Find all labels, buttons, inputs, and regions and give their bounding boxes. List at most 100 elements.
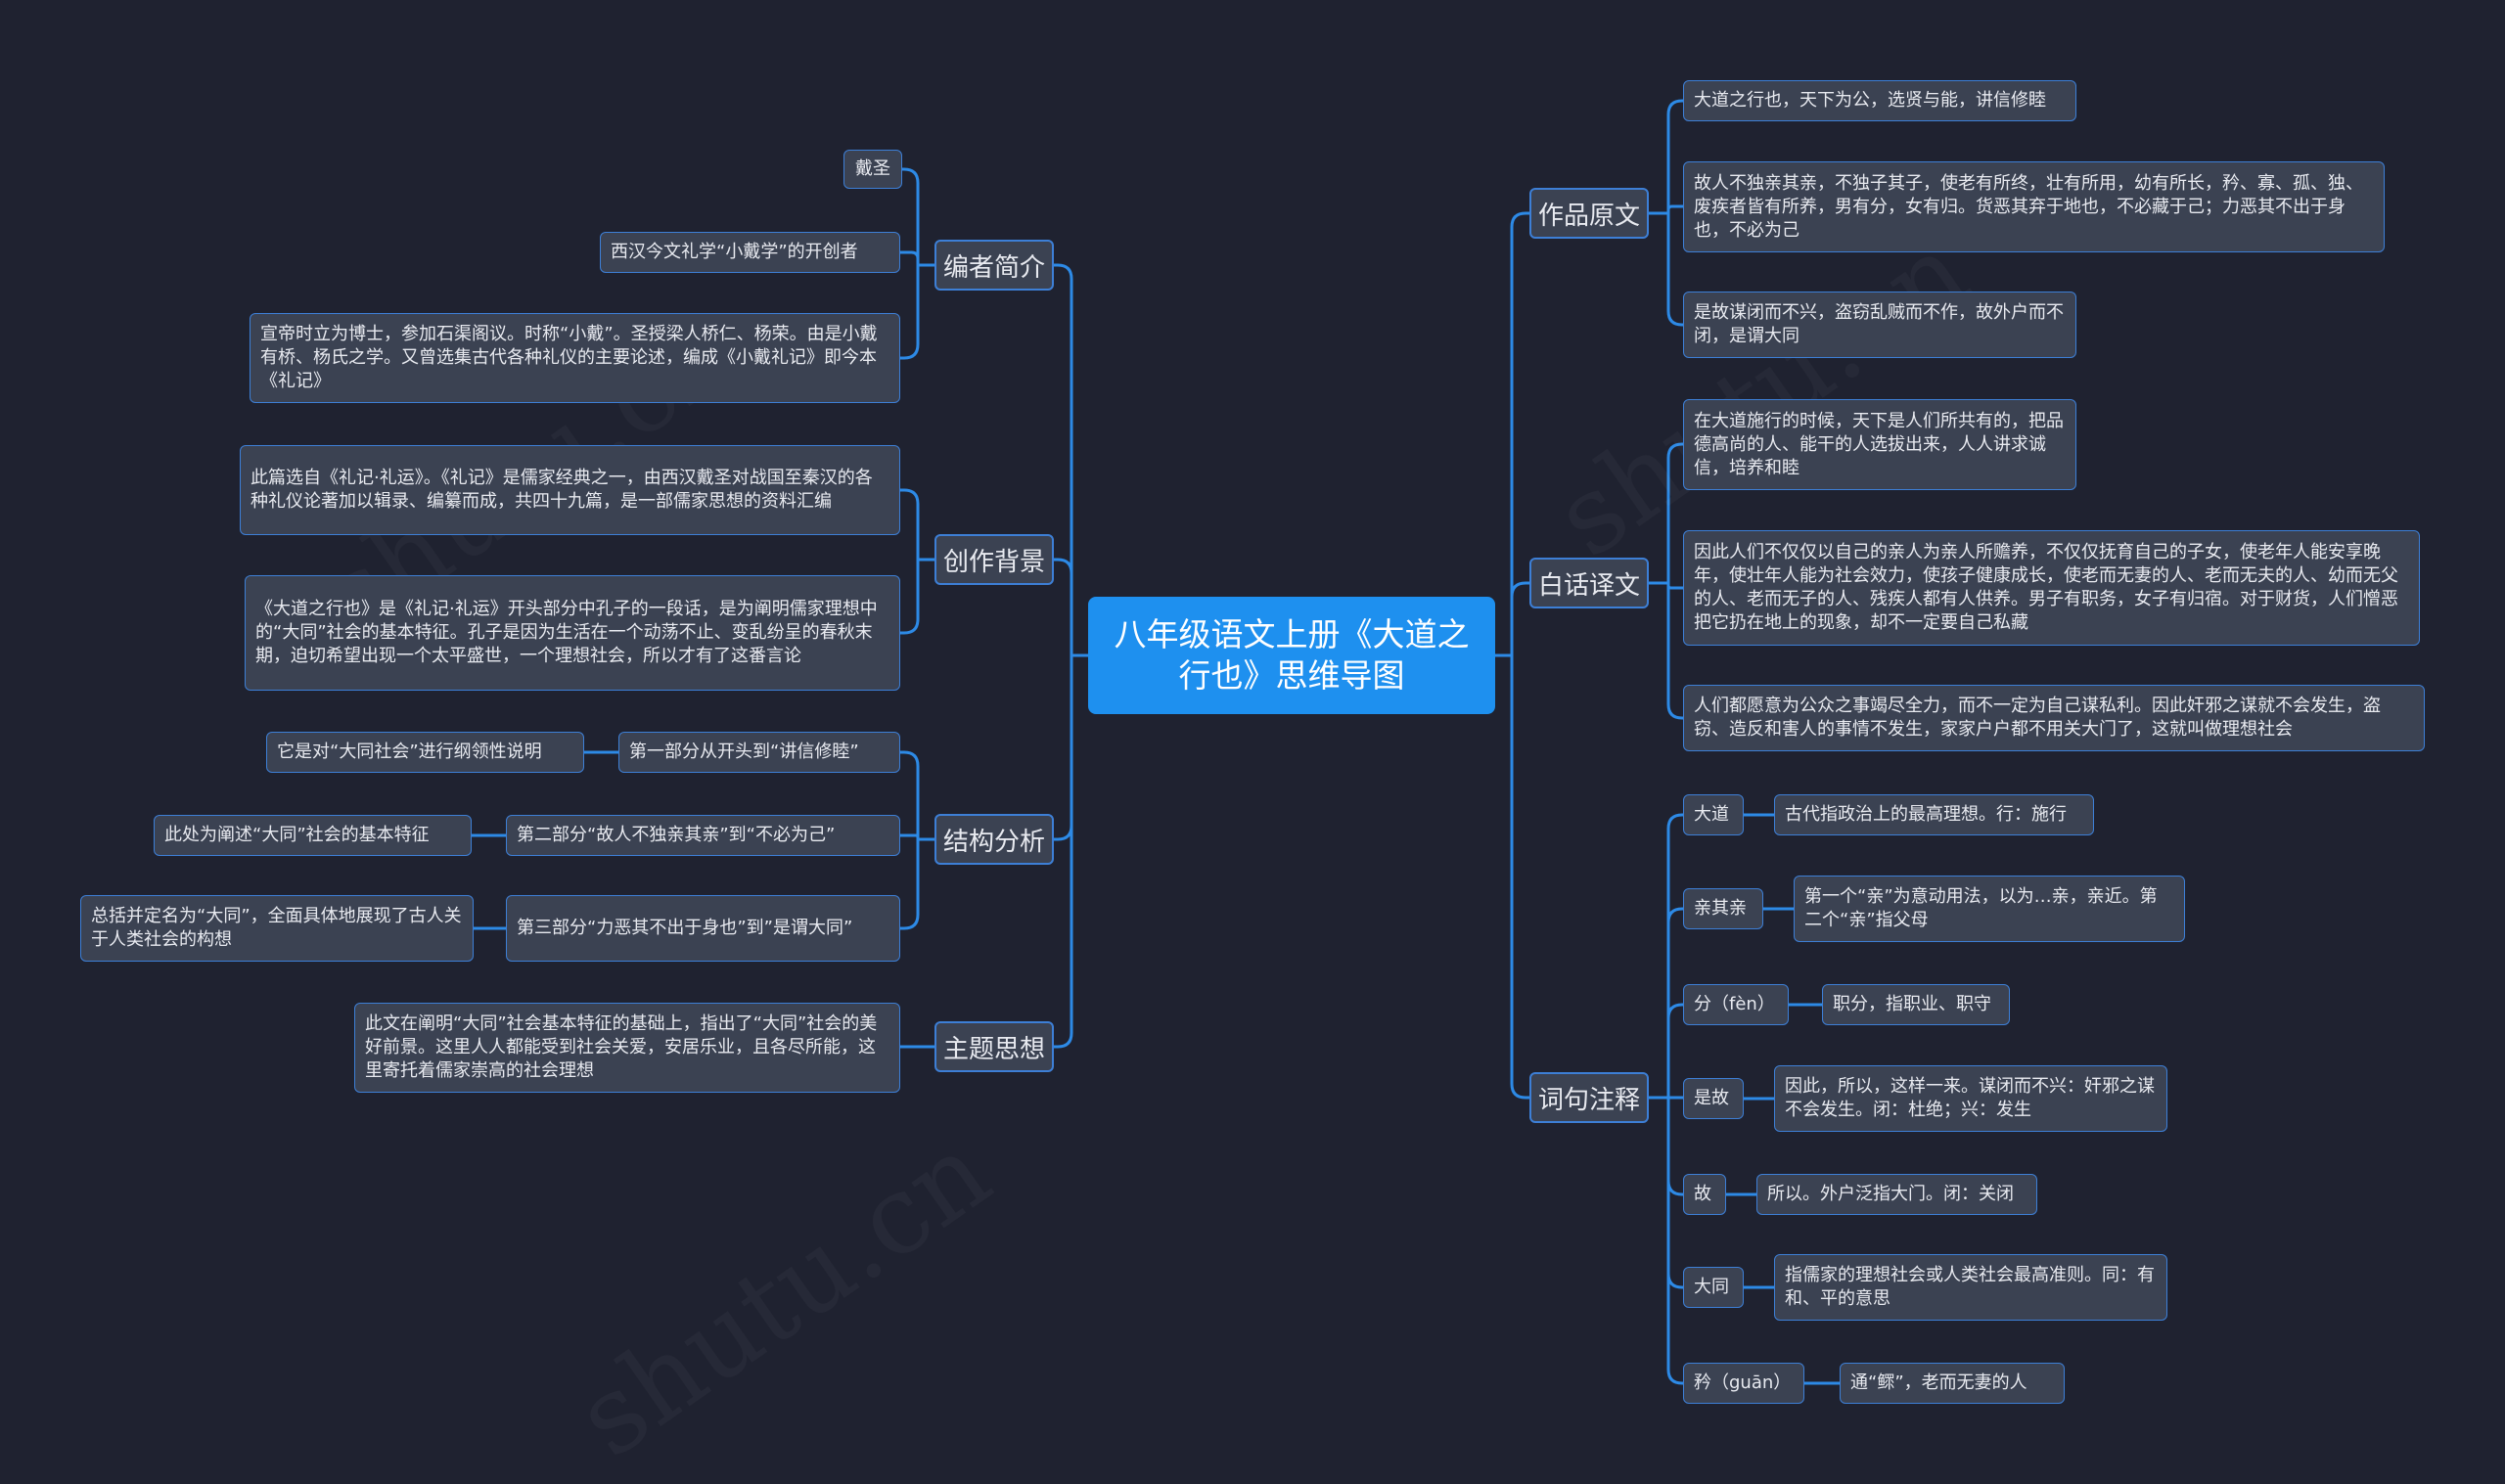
connector-line — [1054, 653, 1088, 1049]
leaf-text: 西汉今文礼学“小戴学”的开创者 — [611, 242, 858, 262]
branch-theme[interactable]: 主题思想 — [934, 1021, 1054, 1072]
structure-part[interactable]: 第二部分“故人不独亲其亲”到“不必为己” — [506, 815, 900, 856]
term-node[interactable]: 是故 — [1683, 1078, 1744, 1119]
connector-line — [1649, 581, 1683, 590]
leaf-text: 因此，所以，这样一来。谋闭而不兴：奸邪之谋不会发生。闭：杜绝；兴：发生 — [1785, 1076, 2155, 1120]
leaf-node[interactable]: 此篇选自《礼记·礼运》。《礼记》是儒家经典之一，由西汉戴圣对战国至秦汉的各种礼仪… — [240, 445, 900, 535]
branch-label: 创作背景 — [942, 547, 1045, 577]
leaf-text: 通“鳏”，老而无妻的人 — [1850, 1372, 2027, 1393]
structure-note[interactable]: 此处为阐述“大同”社会的基本特征 — [154, 815, 472, 856]
leaf-text: 故人不独亲其亲，不独子其子，使老有所终，壮有所用，幼有所长，矜、寡、孤、独、废疾… — [1694, 172, 2363, 241]
connector-line — [1495, 581, 1529, 657]
structure-note[interactable]: 它是对“大同社会”进行纲领性说明 — [266, 732, 584, 773]
connector-line — [1649, 581, 1683, 720]
branch-label: 词句注释 — [1537, 1085, 1640, 1115]
leaf-text: 第一部分从开头到“讲信修睦” — [629, 742, 859, 762]
leaf-text: 宣帝时立为博士，参加石渠阁议。时称“小戴”。圣授梁人桥仁、杨荣。由是小戴有桥、杨… — [260, 324, 878, 391]
connector-line — [1649, 907, 1683, 1100]
leaf-node[interactable]: 故人不独亲其亲，不独子其子，使老有所终，壮有所用，幼有所长，矜、寡、孤、独、废疾… — [1683, 161, 2385, 252]
branch-label: 结构分析 — [942, 827, 1045, 857]
connector-line — [1054, 263, 1088, 657]
connector-line — [1649, 1096, 1683, 1385]
connector-line — [1649, 204, 1683, 215]
connector-line — [1054, 653, 1088, 841]
connector-line — [900, 837, 934, 930]
leaf-node[interactable]: 在大道施行的时候，天下是人们所共有的，把品德高尚的人、能干的人选拔出来，人人讲求… — [1683, 399, 2076, 490]
connector-line — [900, 558, 934, 635]
leaf-text: 此篇选自《礼记·礼运》。《礼记》是儒家经典之一，由西汉戴圣对战国至秦汉的各种礼仪… — [250, 468, 873, 512]
connector-line — [1649, 1003, 1683, 1100]
leaf-text: 《大道之行也》是《礼记·礼运》开头部分中孔子的一段话，是为阐明儒家理想中的“大同… — [255, 599, 878, 666]
leaf-text: 此处为阐述“大同”社会的基本特征 — [164, 825, 430, 845]
term-node[interactable]: 故 — [1683, 1174, 1726, 1215]
leaf-text: 大同 — [1694, 1277, 1729, 1297]
term-node[interactable]: 大道 — [1683, 794, 1744, 835]
leaf-node[interactable]: 《大道之行也》是《礼记·礼运》开头部分中孔子的一段话，是为阐明儒家理想中的“大同… — [245, 575, 900, 691]
branch-structure[interactable]: 结构分析 — [934, 814, 1054, 865]
leaf-text: 第三部分“力恶其不出于身也”到”是谓大同” — [517, 918, 853, 938]
branch-background[interactable]: 创作背景 — [934, 534, 1054, 585]
term-definition[interactable]: 职分，指职业、职守 — [1822, 984, 2010, 1025]
watermark: shutu.cn — [555, 1109, 1012, 1482]
branch-original-text[interactable]: 作品原文 — [1529, 188, 1649, 239]
leaf-node[interactable]: 因此人们不仅仅以自己的亲人为亲人所赡养，不仅仅抚育自己的子女，使老年人能安享晚年… — [1683, 530, 2420, 646]
term-definition[interactable]: 古代指政治上的最高理想。行：施行 — [1774, 794, 2094, 835]
term-definition[interactable]: 通“鳏”，老而无妻的人 — [1840, 1363, 2065, 1404]
leaf-text: 总括并定名为“大同”，全面具体地展现了古人关于人类社会的构想 — [91, 906, 462, 950]
branch-annotations[interactable]: 词句注释 — [1529, 1072, 1649, 1123]
branch-translation[interactable]: 白话译文 — [1529, 558, 1649, 608]
leaf-text: 人们都愿意为公众之事竭尽全力，而不一定为自己谋私利。因此奸邪之谋就不会发生，盗窃… — [1694, 696, 2381, 740]
term-definition[interactable]: 因此，所以，这样一来。谋闭而不兴：奸邪之谋不会发生。闭：杜绝；兴：发生 — [1774, 1065, 2167, 1132]
leaf-node[interactable]: 此文在阐明“大同”社会基本特征的基础上，指出了“大同”社会的美好前景。这里人人都… — [354, 1003, 900, 1093]
connector-line — [1649, 211, 1683, 327]
root-topic[interactable]: 八年级语文上册《大道之行也》思维导图 — [1088, 597, 1495, 714]
leaf-node[interactable]: 人们都愿意为公众之事竭尽全力，而不一定为自己谋私利。因此奸邪之谋就不会发生，盗窃… — [1683, 685, 2425, 751]
connector-line — [1649, 813, 1683, 1100]
root-title: 八年级语文上册《大道之行也》思维导图 — [1114, 615, 1470, 695]
leaf-node[interactable]: 西汉今文礼学“小戴学”的开创者 — [600, 232, 900, 273]
structure-part[interactable]: 第三部分“力恶其不出于身也”到”是谓大同” — [506, 895, 900, 962]
structure-note[interactable]: 总括并定名为“大同”，全面具体地展现了古人关于人类社会的构想 — [80, 895, 474, 962]
term-definition[interactable]: 指儒家的理想社会或人类社会最高准则。同：有和、平的意思 — [1774, 1254, 2167, 1321]
connector-line — [1495, 653, 1529, 1100]
leaf-node[interactable]: 戴圣 — [843, 150, 902, 189]
connector-line — [902, 167, 934, 267]
connector-line — [1495, 211, 1529, 657]
connector-line — [1649, 1096, 1683, 1289]
branch-author-intro[interactable]: 编者简介 — [934, 240, 1054, 291]
leaf-text: 亲其亲 — [1694, 898, 1747, 919]
leaf-text: 分（fèn） — [1694, 994, 1775, 1014]
term-node[interactable]: 大同 — [1683, 1267, 1744, 1308]
leaf-text: 因此人们不仅仅以自己的亲人为亲人所赡养，不仅仅抚育自己的子女，使老年人能安享晚年… — [1694, 542, 2398, 633]
connector-line — [1649, 442, 1683, 585]
leaf-text: 是故 — [1694, 1088, 1729, 1108]
leaf-text: 矜（guān） — [1694, 1372, 1792, 1393]
leaf-text: 大道 — [1694, 804, 1729, 825]
branch-label: 白话译文 — [1537, 570, 1640, 601]
leaf-node[interactable]: 宣帝时立为博士，参加石渠阁议。时称“小戴”。圣授梁人桥仁、杨荣。由是小戴有桥、杨… — [250, 313, 900, 403]
leaf-text: 是故谋闭而不兴，盗窃乱贼而不作，故外户而不闭，是谓大同 — [1694, 302, 2064, 346]
leaf-text: 它是对“大同社会”进行纲领性说明 — [277, 742, 542, 762]
structure-part[interactable]: 第一部分从开头到“讲信修睦” — [618, 732, 900, 773]
leaf-node[interactable]: 大道之行也，天下为公，选贤与能，讲信修睦 — [1683, 80, 2076, 121]
leaf-text: 古代指政治上的最高理想。行：施行 — [1785, 804, 2067, 825]
leaf-node[interactable]: 是故谋闭而不兴，盗窃乱贼而不作，故外户而不闭，是谓大同 — [1683, 292, 2076, 358]
connector-line — [900, 263, 934, 360]
connector-line — [900, 488, 934, 562]
connector-line — [900, 750, 934, 841]
connector-line — [1649, 99, 1683, 215]
connector-line — [1649, 1096, 1683, 1196]
leaf-text: 故 — [1694, 1184, 1711, 1204]
term-definition[interactable]: 第一个“亲”为意动用法，以为…亲，亲近。第二个“亲”指父母 — [1794, 876, 2185, 942]
term-node[interactable]: 分（fèn） — [1683, 984, 1789, 1025]
term-definition[interactable]: 所以。外户泛指大门。闭：关闭 — [1756, 1174, 2037, 1215]
connector-line — [900, 833, 934, 841]
connector-line — [1054, 558, 1088, 657]
leaf-text: 第一个“亲”为意动用法，以为…亲，亲近。第二个“亲”指父母 — [1804, 886, 2158, 930]
term-node[interactable]: 亲其亲 — [1683, 888, 1763, 929]
leaf-text: 职分，指职业、职守 — [1833, 994, 1991, 1014]
leaf-text: 戴圣 — [855, 158, 890, 179]
connector-line — [900, 250, 934, 267]
branch-label: 作品原文 — [1537, 201, 1640, 231]
term-node[interactable]: 矜（guān） — [1683, 1363, 1804, 1404]
